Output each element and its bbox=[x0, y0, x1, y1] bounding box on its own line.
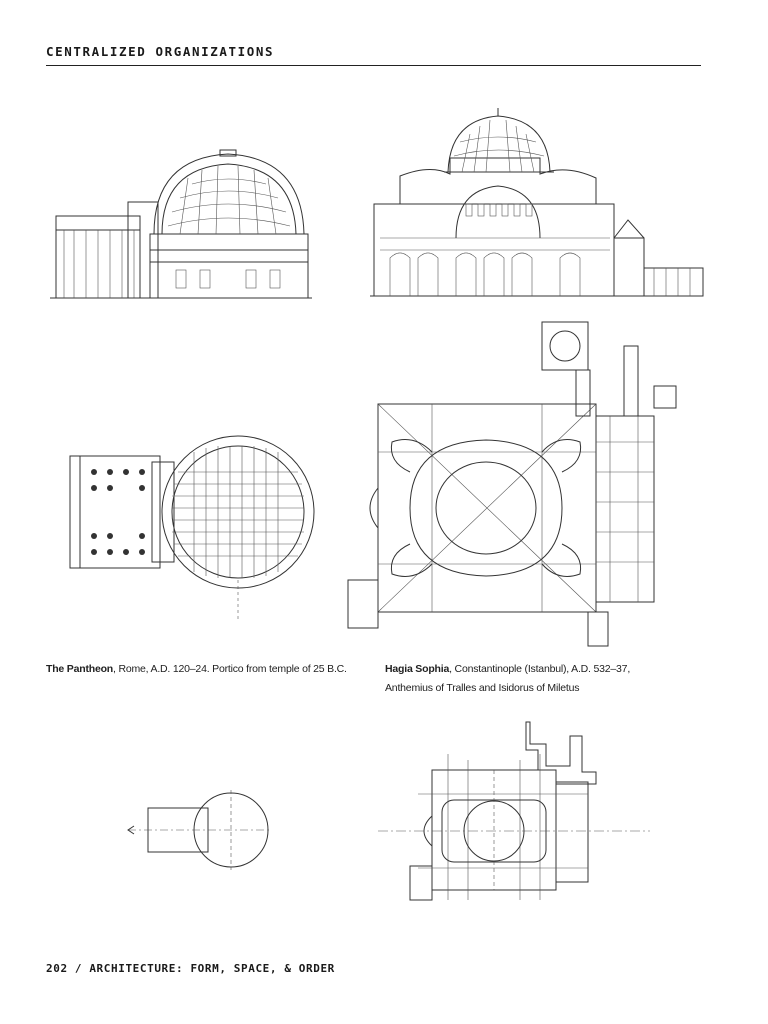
pantheon-details: , Rome, A.D. 120–24. Portico from temple… bbox=[113, 663, 347, 675]
hagia-sophia-diagram bbox=[378, 721, 650, 901]
pantheon-plan-drawing bbox=[69, 435, 315, 620]
heading-rule bbox=[46, 65, 701, 66]
hagia-sophia-caption: Hagia Sophia, Constantinople (Istanbul),… bbox=[385, 660, 630, 698]
page-footer: 202 / ARCHITECTURE: FORM, SPACE, & ORDER bbox=[46, 962, 335, 975]
hagia-sophia-name: Hagia Sophia bbox=[385, 663, 450, 675]
pantheon-name: The Pantheon bbox=[46, 663, 114, 675]
hagia-sophia-details: , Constantinople (Istanbul), A.D. 532–37… bbox=[449, 663, 631, 675]
hagia-sophia-section-drawing bbox=[370, 108, 704, 297]
hagia-sophia-architects: Anthemius of Tralles and Isidorus of Mil… bbox=[385, 682, 580, 694]
pantheon-section-drawing bbox=[50, 149, 312, 299]
pantheon-diagram bbox=[127, 790, 272, 870]
section-heading: CENTRALIZED ORGANIZATIONS bbox=[46, 44, 275, 59]
hagia-sophia-plan-drawing bbox=[347, 321, 677, 647]
pantheon-caption: The Pantheon, Rome, A.D. 120–24. Portico… bbox=[46, 660, 347, 679]
